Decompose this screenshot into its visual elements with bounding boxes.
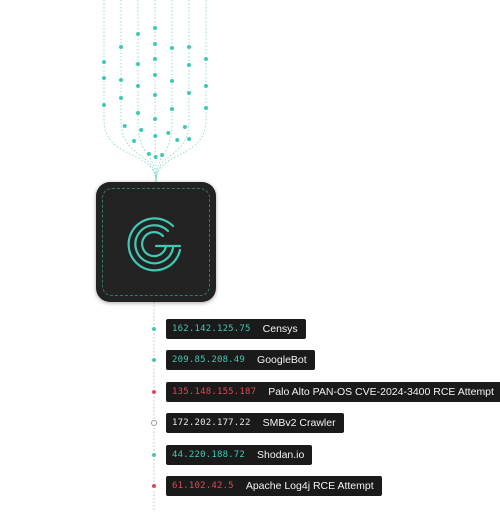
traffic-particle (121, 123, 128, 129)
traffic-particle (152, 72, 158, 78)
traffic-particle (135, 110, 141, 116)
traffic-particle (131, 138, 137, 144)
traffic-particle (118, 95, 124, 101)
traffic-particle (182, 124, 188, 130)
traffic-particle (118, 44, 124, 50)
event-row: 172.202.177.22 SMBv2 Crawler (166, 413, 344, 434)
event-status-dot (151, 451, 157, 458)
event-status-dot (151, 357, 157, 364)
event-label: GoogleBot (257, 354, 307, 367)
event-label: Apache Log4j RCE Attempt (245, 480, 374, 492)
traffic-particle (135, 31, 141, 37)
traffic-particle (159, 152, 165, 158)
traffic-particle (152, 154, 159, 160)
traffic-particle (169, 45, 175, 51)
sensor-logo-tile (96, 182, 216, 302)
traffic-particle (135, 83, 141, 89)
traffic-particle (101, 75, 107, 81)
event-row: 135.148.155.187 Palo Alto PAN-OS CVE-2024… (166, 381, 500, 402)
traffic-particle (152, 133, 159, 139)
traffic-particle (101, 102, 107, 108)
event-label: Censys (262, 323, 298, 335)
traffic-particle (146, 151, 152, 157)
event-row: 61.102.42.5 Apache Log4j RCE Attempt (166, 476, 382, 496)
event-label: SMBv2 Crawler (262, 417, 336, 430)
traffic-particle (186, 44, 192, 50)
traffic-particle (169, 78, 175, 84)
logo-inner-border (102, 188, 210, 296)
event-row: 209.85.208.49 GoogleBot (166, 350, 315, 371)
event-ip: 44.220.188.72 (172, 449, 246, 460)
event-status-dot (151, 388, 157, 395)
traffic-particle (203, 105, 209, 111)
traffic-line (155, 0, 173, 183)
traffic-line (155, 0, 207, 183)
traffic-particle (101, 59, 107, 65)
event-ip: 61.102.42.5 (172, 481, 234, 491)
greynoise-g-icon (127, 217, 182, 272)
traffic-line (155, 0, 190, 183)
traffic-particle (152, 116, 158, 122)
traffic-particle (138, 127, 145, 133)
traffic-particle (186, 90, 192, 96)
event-status-dot (151, 483, 157, 489)
traffic-particle (186, 62, 192, 68)
traffic-line (154, 0, 157, 183)
traffic-line (120, 0, 157, 183)
traffic-particle (203, 56, 209, 62)
traffic-particle (169, 106, 175, 112)
traffic-particle (152, 56, 158, 62)
event-status-dot (151, 326, 157, 332)
event-ip: 135.148.155.187 (172, 386, 257, 397)
traffic-particle (174, 137, 181, 143)
traffic-particle (152, 41, 158, 47)
traffic-particle (165, 130, 172, 136)
event-label: Palo Alto PAN-OS CVE-2024-3400 RCE Attem… (268, 385, 494, 398)
event-ip: 162.142.125.75 (172, 324, 251, 334)
event-ip: 209.85.208.49 (172, 355, 246, 366)
event-row: 44.220.188.72 Shodan.io (166, 444, 313, 465)
event-ip: 172.202.177.22 (172, 418, 251, 429)
traffic-particle (135, 61, 141, 67)
event-row: 162.142.125.75 Censys (166, 319, 306, 339)
traffic-particle (152, 25, 158, 31)
traffic-particle (152, 92, 158, 98)
traffic-line (137, 0, 157, 183)
traffic-line (103, 0, 157, 183)
event-status-dot (151, 420, 157, 427)
event-label: Shodan.io (257, 448, 305, 461)
traffic-particle (203, 83, 209, 89)
traffic-particle (118, 77, 124, 83)
traffic-particle (186, 136, 192, 142)
